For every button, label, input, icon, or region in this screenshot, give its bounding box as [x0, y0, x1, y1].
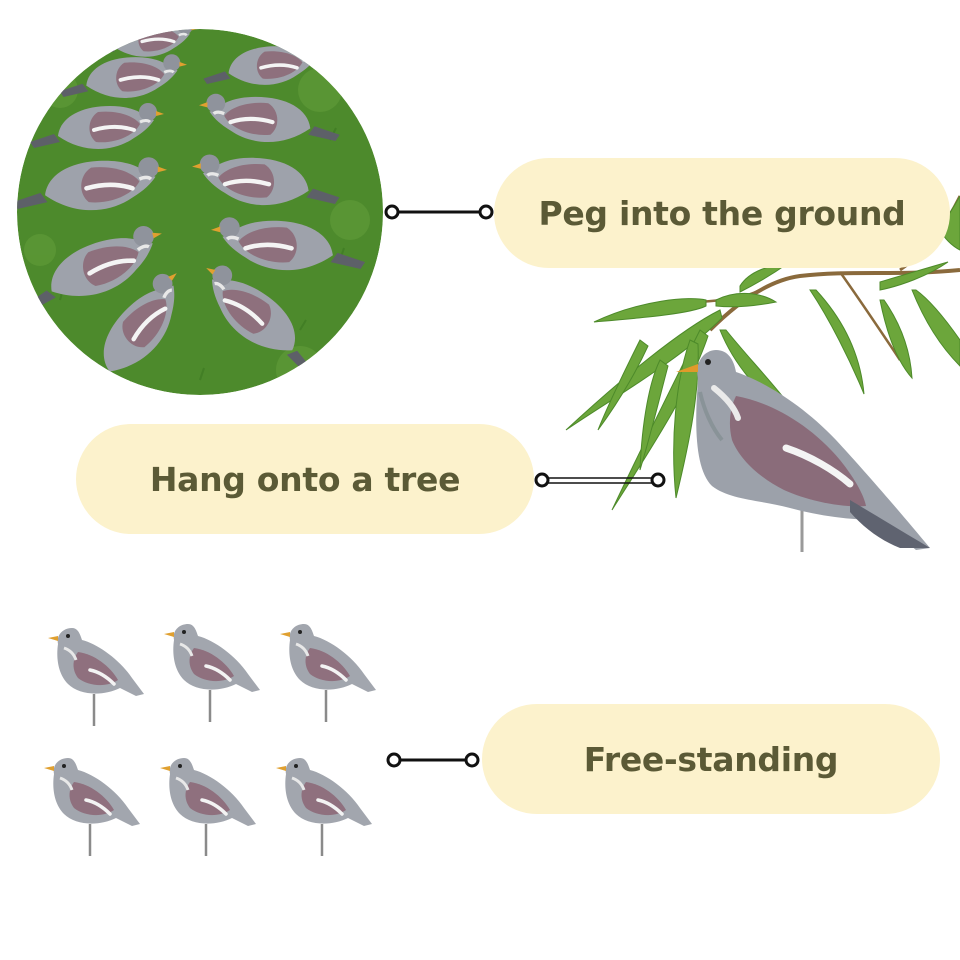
connector-peg — [384, 204, 494, 220]
standing-pigeon-decoys-photo — [42, 622, 378, 858]
grass-pigeon-decoys-photo — [17, 29, 383, 395]
tree-hanging-pigeon-decoy-photo — [565, 195, 960, 552]
option-free-standing: Free-standing — [482, 704, 940, 814]
option-peg-into-ground: Peg into the ground — [494, 158, 950, 268]
hanging-pigeon-decoy — [676, 350, 930, 552]
option-label: Free-standing — [583, 739, 839, 779]
connector-free — [386, 752, 480, 768]
option-label: Peg into the ground — [538, 193, 906, 233]
connector-hang — [534, 472, 666, 488]
option-label: Hang onto a tree — [149, 459, 461, 499]
option-hang-onto-tree: Hang onto a tree — [76, 424, 534, 534]
